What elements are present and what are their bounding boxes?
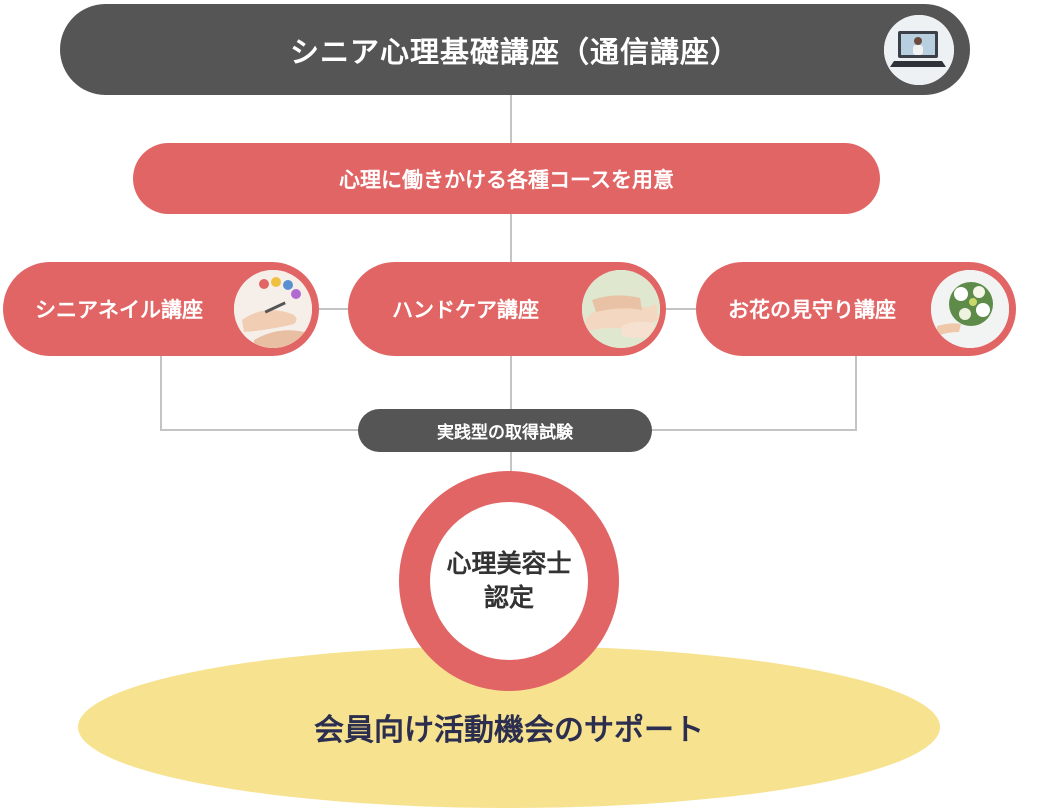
support-label: 会員向け活動機会のサポート [314, 713, 704, 748]
hand-care-icon [582, 270, 660, 348]
course-hand-care-label: ハンドケア講座 [392, 298, 539, 322]
connector-center-course-to-exam [510, 356, 512, 409]
certification-line1: 心理美容士 [446, 549, 572, 579]
connector-left-course-down [160, 356, 162, 431]
course-flower-label: お花の見守り講座 [728, 298, 896, 322]
course-nail-label: シニアネイル講座 [35, 298, 203, 322]
course-intro-pill: 心理に働きかける各種コースを用意 [133, 143, 880, 214]
laptop-video-call-icon [884, 15, 954, 85]
connector-right-to-exam [650, 429, 857, 431]
certification-badge: 心理美容士 認定 [430, 502, 588, 660]
flower-bouquet-icon [931, 270, 1009, 348]
main-course-title: シニア心理基礎講座（通信講座） [289, 34, 740, 69]
connector-left-to-exam [160, 429, 360, 431]
certification-line2: 認定 [483, 583, 534, 612]
exam-pill: 実践型の取得試験 [358, 409, 652, 452]
connector-exam-to-cert [510, 452, 512, 474]
course-intro-label: 心理に働きかける各種コースを用意 [339, 167, 674, 192]
exam-label: 実践型の取得試験 [437, 423, 573, 443]
main-course-pill: シニア心理基礎講座（通信講座） [60, 4, 970, 95]
connector-top-to-intro [510, 95, 512, 143]
connector-intro-to-courses [510, 214, 512, 262]
connector-right-course-down [855, 356, 857, 431]
nail-painting-icon [234, 270, 312, 348]
